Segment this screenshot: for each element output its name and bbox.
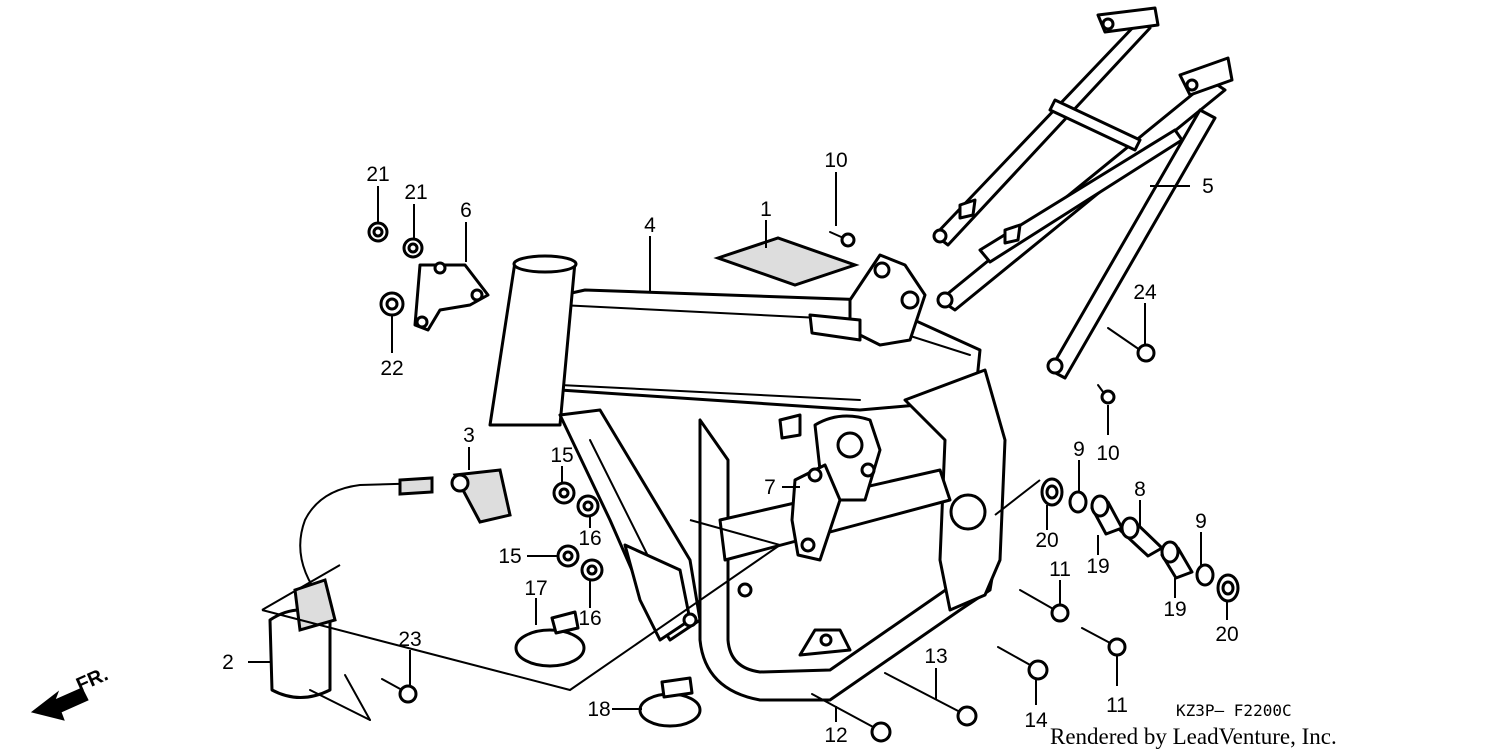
- callout-19a: 19: [1086, 555, 1109, 578]
- callout-21a: 21: [366, 163, 389, 186]
- bolt-12[interactable]: [811, 693, 892, 743]
- diagram-code: KZ3P— F2200C: [1176, 701, 1292, 720]
- nut-22[interactable]: [379, 291, 405, 317]
- callout-16b: 16: [578, 607, 601, 630]
- frame-pad[interactable]: [713, 236, 860, 287]
- callout-14: 14: [1024, 709, 1048, 732]
- render-credit: Rendered by LeadVenture, Inc.: [1050, 724, 1337, 749]
- nut-21a[interactable]: [367, 221, 389, 243]
- callout-17: 17: [524, 577, 547, 600]
- callout-4: 4: [644, 214, 656, 237]
- ignition-coil[interactable]: [268, 476, 434, 721]
- washer-16b[interactable]: [580, 558, 604, 582]
- callout-15b: 15: [498, 545, 521, 568]
- guide-lines: [261, 479, 1041, 692]
- callout-3: 3: [463, 424, 475, 447]
- band-18[interactable]: [638, 676, 702, 728]
- callout-11a: 11: [1049, 558, 1071, 581]
- callout-9b: 9: [1195, 510, 1207, 533]
- nut-15b[interactable]: [556, 544, 580, 568]
- bolt-13[interactable]: [884, 672, 978, 727]
- collar-8[interactable]: [1118, 516, 1164, 558]
- nut-15a[interactable]: [552, 481, 576, 505]
- callout-19b: 19: [1163, 598, 1186, 621]
- callout-20a: 20: [1035, 529, 1058, 552]
- bearing-20b[interactable]: [1216, 573, 1240, 603]
- washer-16a[interactable]: [576, 494, 600, 518]
- callout-11b: 11: [1106, 694, 1128, 717]
- front-arrow-icon: [30, 687, 89, 721]
- bolt-24[interactable]: [1107, 327, 1156, 363]
- callout-13: 13: [924, 645, 947, 668]
- leader-lines: [248, 172, 1228, 722]
- callout-20b: 20: [1215, 623, 1238, 646]
- front-direction-indicator: FR.: [30, 663, 111, 721]
- callout-10a: 10: [824, 149, 847, 172]
- callout-16a: 16: [578, 527, 601, 550]
- front-label: FR.: [73, 663, 111, 696]
- bolt-23[interactable]: [381, 678, 418, 704]
- bolt-11a[interactable]: [1019, 589, 1070, 623]
- callout-2: 2: [222, 651, 234, 674]
- callout-10b: 10: [1096, 442, 1119, 465]
- callout-24: 24: [1133, 281, 1157, 304]
- callout-18: 18: [587, 698, 610, 721]
- callout-5: 5: [1202, 175, 1214, 198]
- callout-12: 12: [824, 724, 847, 747]
- callout-9a: 9: [1073, 438, 1085, 461]
- rear-subframe[interactable]: [932, 6, 1234, 380]
- callout-6: 6: [460, 199, 472, 222]
- bolt-11b[interactable]: [1081, 627, 1127, 657]
- bolt-10a[interactable]: [829, 231, 856, 248]
- band-17[interactable]: [514, 610, 586, 668]
- callout-7: 7: [764, 476, 776, 499]
- callout-21b: 21: [404, 181, 427, 204]
- callout-22: 22: [380, 357, 403, 380]
- callout-15a: 15: [550, 444, 573, 467]
- callout-8: 8: [1134, 478, 1146, 501]
- seal-9a[interactable]: [1068, 490, 1088, 514]
- bracket-6[interactable]: [413, 261, 490, 332]
- bracket-7[interactable]: [790, 463, 842, 562]
- bushing-19b[interactable]: [1160, 540, 1194, 580]
- callout-23: 23: [398, 628, 421, 651]
- nut-21b[interactable]: [402, 237, 424, 259]
- bushing-19a[interactable]: [1090, 494, 1124, 536]
- bearing-20a[interactable]: [1040, 477, 1064, 507]
- bolt-10b[interactable]: [1097, 384, 1116, 405]
- callout-labels: 1 2 3 4 5 6 7 8 9 9 10 10 11 11 12 13 14…: [222, 149, 1239, 747]
- bolt-14[interactable]: [997, 646, 1049, 681]
- plug-cap[interactable]: [450, 468, 512, 524]
- callout-1: 1: [760, 198, 772, 221]
- seal-9b[interactable]: [1195, 563, 1215, 587]
